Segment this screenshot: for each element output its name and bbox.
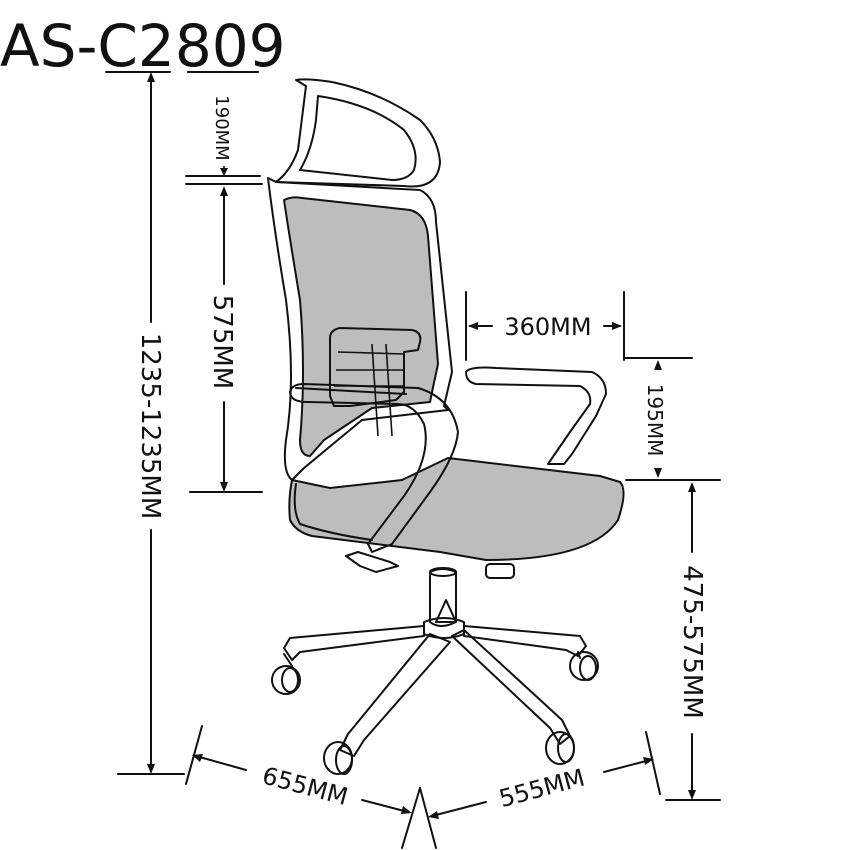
base-leg-left	[283, 625, 425, 661]
gas-cylinder-top	[429, 567, 457, 577]
seat-front-edge	[293, 483, 373, 541]
dimension-seat-height: 475-575MM	[665, 482, 721, 801]
base-leg-front-right	[451, 629, 571, 745]
backrest-frame	[267, 177, 453, 481]
seat-height-label: 475-575MM	[677, 565, 707, 719]
dimension-seat-width: 360MM	[465, 291, 625, 361]
seat	[288, 457, 625, 561]
dimension-total-height: 1235-1235MM	[117, 71, 185, 775]
dimension-base-width: 555MM	[419, 731, 661, 849]
dimension-base-depth: 655MM	[185, 725, 421, 849]
base-leg-back	[435, 599, 457, 623]
caster-left	[271, 653, 301, 695]
armrest-left	[289, 383, 459, 553]
armrest-label: 195MM	[643, 384, 667, 457]
chair-illustration	[267, 78, 625, 775]
headrest-label: 190MM	[211, 95, 232, 160]
base-leg-front-left	[339, 633, 451, 757]
base-leg-right	[463, 625, 587, 657]
dimension-backrest: 575MM	[189, 186, 263, 493]
model-title: AS-C2809	[0, 12, 286, 80]
armrest-left-pad	[295, 387, 407, 395]
armrest-right	[465, 366, 607, 465]
caster-front-left	[323, 741, 353, 775]
base-width-label: 555MM	[496, 763, 588, 813]
caster-front-right	[545, 731, 575, 765]
dimension-armrest: 195MM	[623, 357, 721, 481]
total-height-label: 1235-1235MM	[135, 333, 165, 520]
dimension-headrest: 190MM	[185, 71, 263, 185]
headrest-inner	[299, 95, 417, 181]
seat-knob	[485, 563, 515, 579]
tilt-lever	[345, 551, 399, 573]
seat-width-label: 360MM	[504, 313, 591, 341]
backrest-mesh	[283, 196, 439, 457]
backrest-label: 575MM	[207, 295, 237, 390]
caster-right	[569, 651, 599, 681]
headrest	[275, 78, 441, 188]
